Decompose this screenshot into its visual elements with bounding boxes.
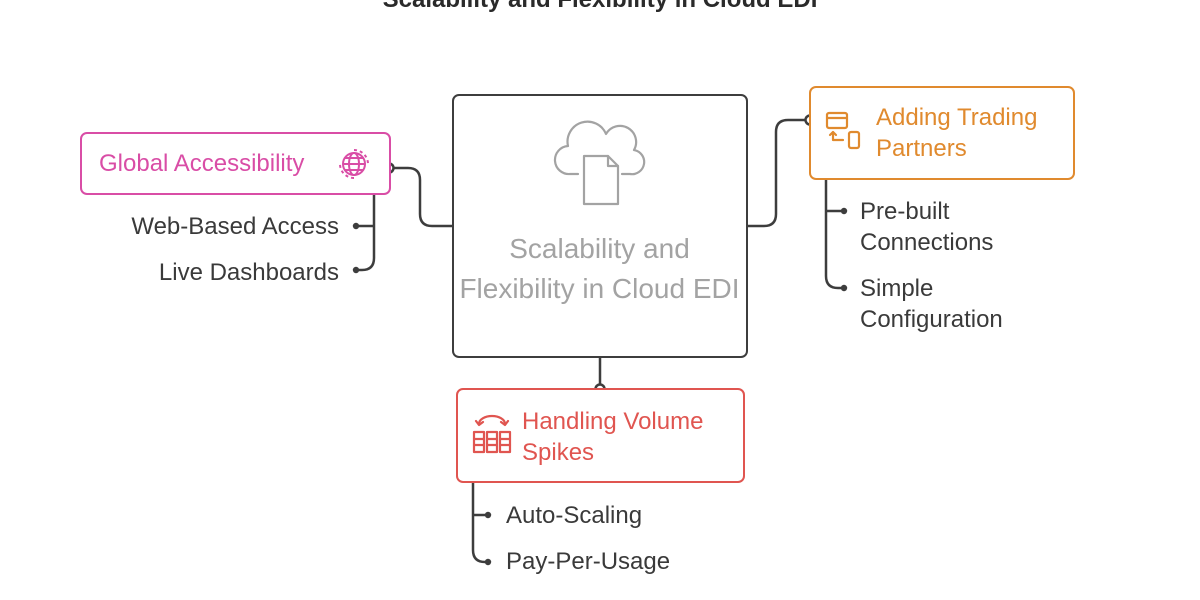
global-item-web-access: Web-Based Access (131, 213, 339, 240)
global-item-live-dashboards: Live Dashboards (158, 259, 339, 286)
trading-partners-label-line1: Adding Trading (876, 104, 1038, 131)
trading-partners-label: Adding Trading Partners (876, 102, 1037, 164)
globe-icon (339, 149, 369, 179)
connector-center-global (389, 166, 452, 228)
cloud-document-icon (553, 120, 646, 206)
center-label: Scalability and Flexibility in Cloud EDI (459, 233, 740, 304)
global-accessibility-node: Global Accessibility (80, 132, 391, 195)
global-accessibility-label: Global Accessibility (99, 150, 305, 177)
center-node: Scalability and Flexibility in Cloud EDI (452, 94, 748, 358)
volume-spikes-label-line1: Handling Volume (522, 408, 704, 435)
volume-spikes-label-line2: Spikes (522, 439, 595, 466)
connector-trading-items (824, 180, 844, 290)
trading-item-prebuilt-connections: Pre-built Connections (860, 198, 994, 256)
connector-volume-items (471, 483, 488, 564)
diagram-title: Scalability and Flexibility in Cloud EDI (0, 0, 1200, 14)
connector-center-trading (748, 118, 810, 228)
volume-spikes-label: Handling Volume Spikes (522, 406, 703, 468)
volume-item-pay-per-usage: Pay-Per-Usage (506, 548, 671, 575)
connector-global-items (356, 195, 376, 272)
volume-spikes-node: Handling Volume Spikes (456, 388, 745, 483)
trading-partners-node: Adding Trading Partners (809, 86, 1075, 180)
server-rack-arrows-icon (472, 414, 512, 454)
trading-item-simple-configuration: Simple Configuration (860, 275, 1003, 333)
trading-partners-label-line2: Partners (876, 135, 967, 162)
volume-item-auto-scaling: Auto-Scaling (506, 502, 643, 529)
card-mobile-icon (825, 111, 861, 150)
